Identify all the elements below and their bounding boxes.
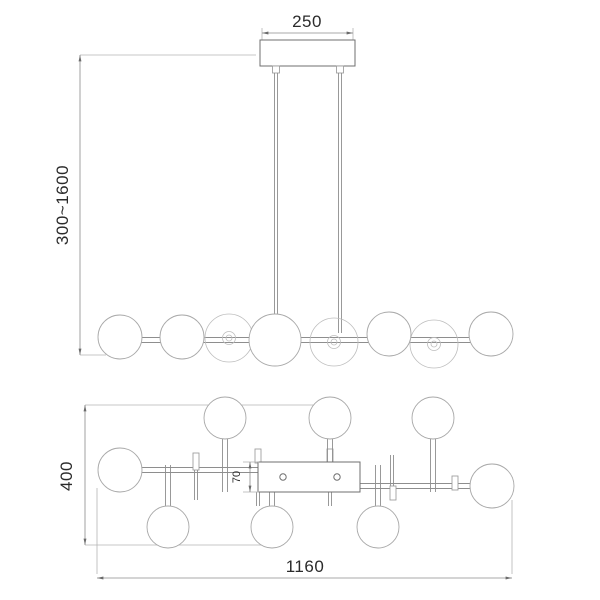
dim-label-body-depth: 70	[231, 471, 243, 483]
plan-globe-upper-3	[411, 396, 455, 492]
dim-70-body-depth	[243, 461, 259, 493]
globe-front-5	[468, 311, 514, 357]
globe-back-3	[409, 319, 459, 369]
globe-back-1	[204, 313, 254, 363]
globe-front-4	[366, 311, 412, 357]
globe-back-2	[309, 317, 359, 367]
front-elevation-view	[78, 28, 514, 369]
dim-label-fixture-depth: 400	[57, 461, 76, 491]
suspension-rod-right	[336, 65, 344, 333]
dim-label-fixture-length: 1160	[286, 557, 325, 576]
top-plan-view	[83, 396, 515, 580]
ceiling-canopy	[259, 39, 356, 67]
globe-front-3	[248, 313, 302, 367]
plan-globe-lower-3	[356, 465, 400, 549]
plan-globe-upper-1	[203, 396, 247, 492]
plan-globe-end-left	[97, 447, 143, 493]
dim-300-1600-height	[78, 54, 256, 356]
dim-label-canopy-width: 250	[292, 12, 322, 31]
plan-globe-lower-1	[146, 465, 190, 549]
dim-label-suspension-height: 300~1600	[53, 165, 72, 245]
globe-front-1	[97, 314, 143, 360]
center-body-housing	[257, 461, 361, 493]
plan-globe-end-right	[469, 463, 515, 509]
suspension-rod-left	[272, 65, 280, 333]
globe-front-2	[159, 314, 205, 360]
